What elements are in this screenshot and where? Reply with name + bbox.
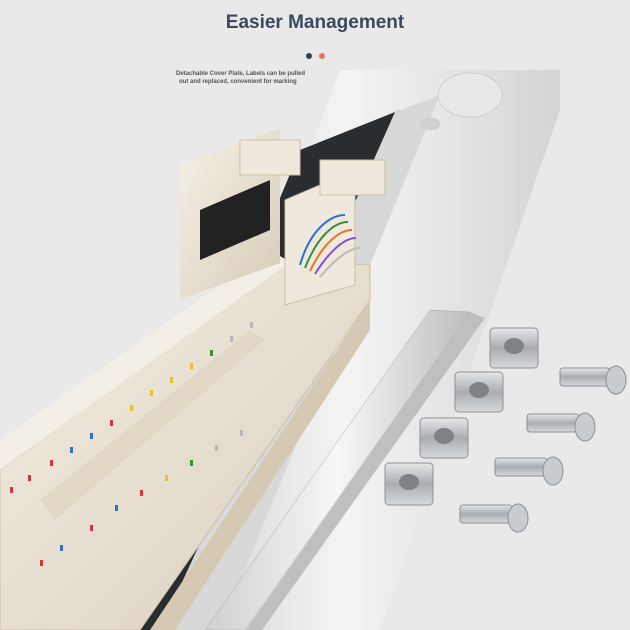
dot-right-icon xyxy=(319,53,325,59)
screw xyxy=(459,503,529,533)
cage-nut xyxy=(489,327,539,369)
screws xyxy=(459,365,627,533)
terminal-contacts xyxy=(10,322,253,566)
cage-nuts xyxy=(384,327,539,506)
cage-nut xyxy=(384,462,434,506)
caption-line-2: out and replaced, convenient for marking xyxy=(179,79,297,85)
caption-line-1: Detachable Cover Plate, Labels can be pu… xyxy=(176,71,306,77)
punch-down-block xyxy=(0,128,386,630)
screw xyxy=(494,456,564,486)
pagination-dots-icon xyxy=(306,53,330,61)
colored-wires xyxy=(299,214,361,278)
feature-caption: Detachable Cover Plate, Labels can be pu… xyxy=(176,70,376,86)
dot-left-icon xyxy=(306,53,312,59)
screw xyxy=(559,365,627,395)
cage-nut xyxy=(454,371,504,413)
metal-strips xyxy=(204,309,485,630)
screw xyxy=(526,412,596,442)
cage-nut xyxy=(419,417,469,459)
page-title: Easier Management xyxy=(225,12,405,33)
